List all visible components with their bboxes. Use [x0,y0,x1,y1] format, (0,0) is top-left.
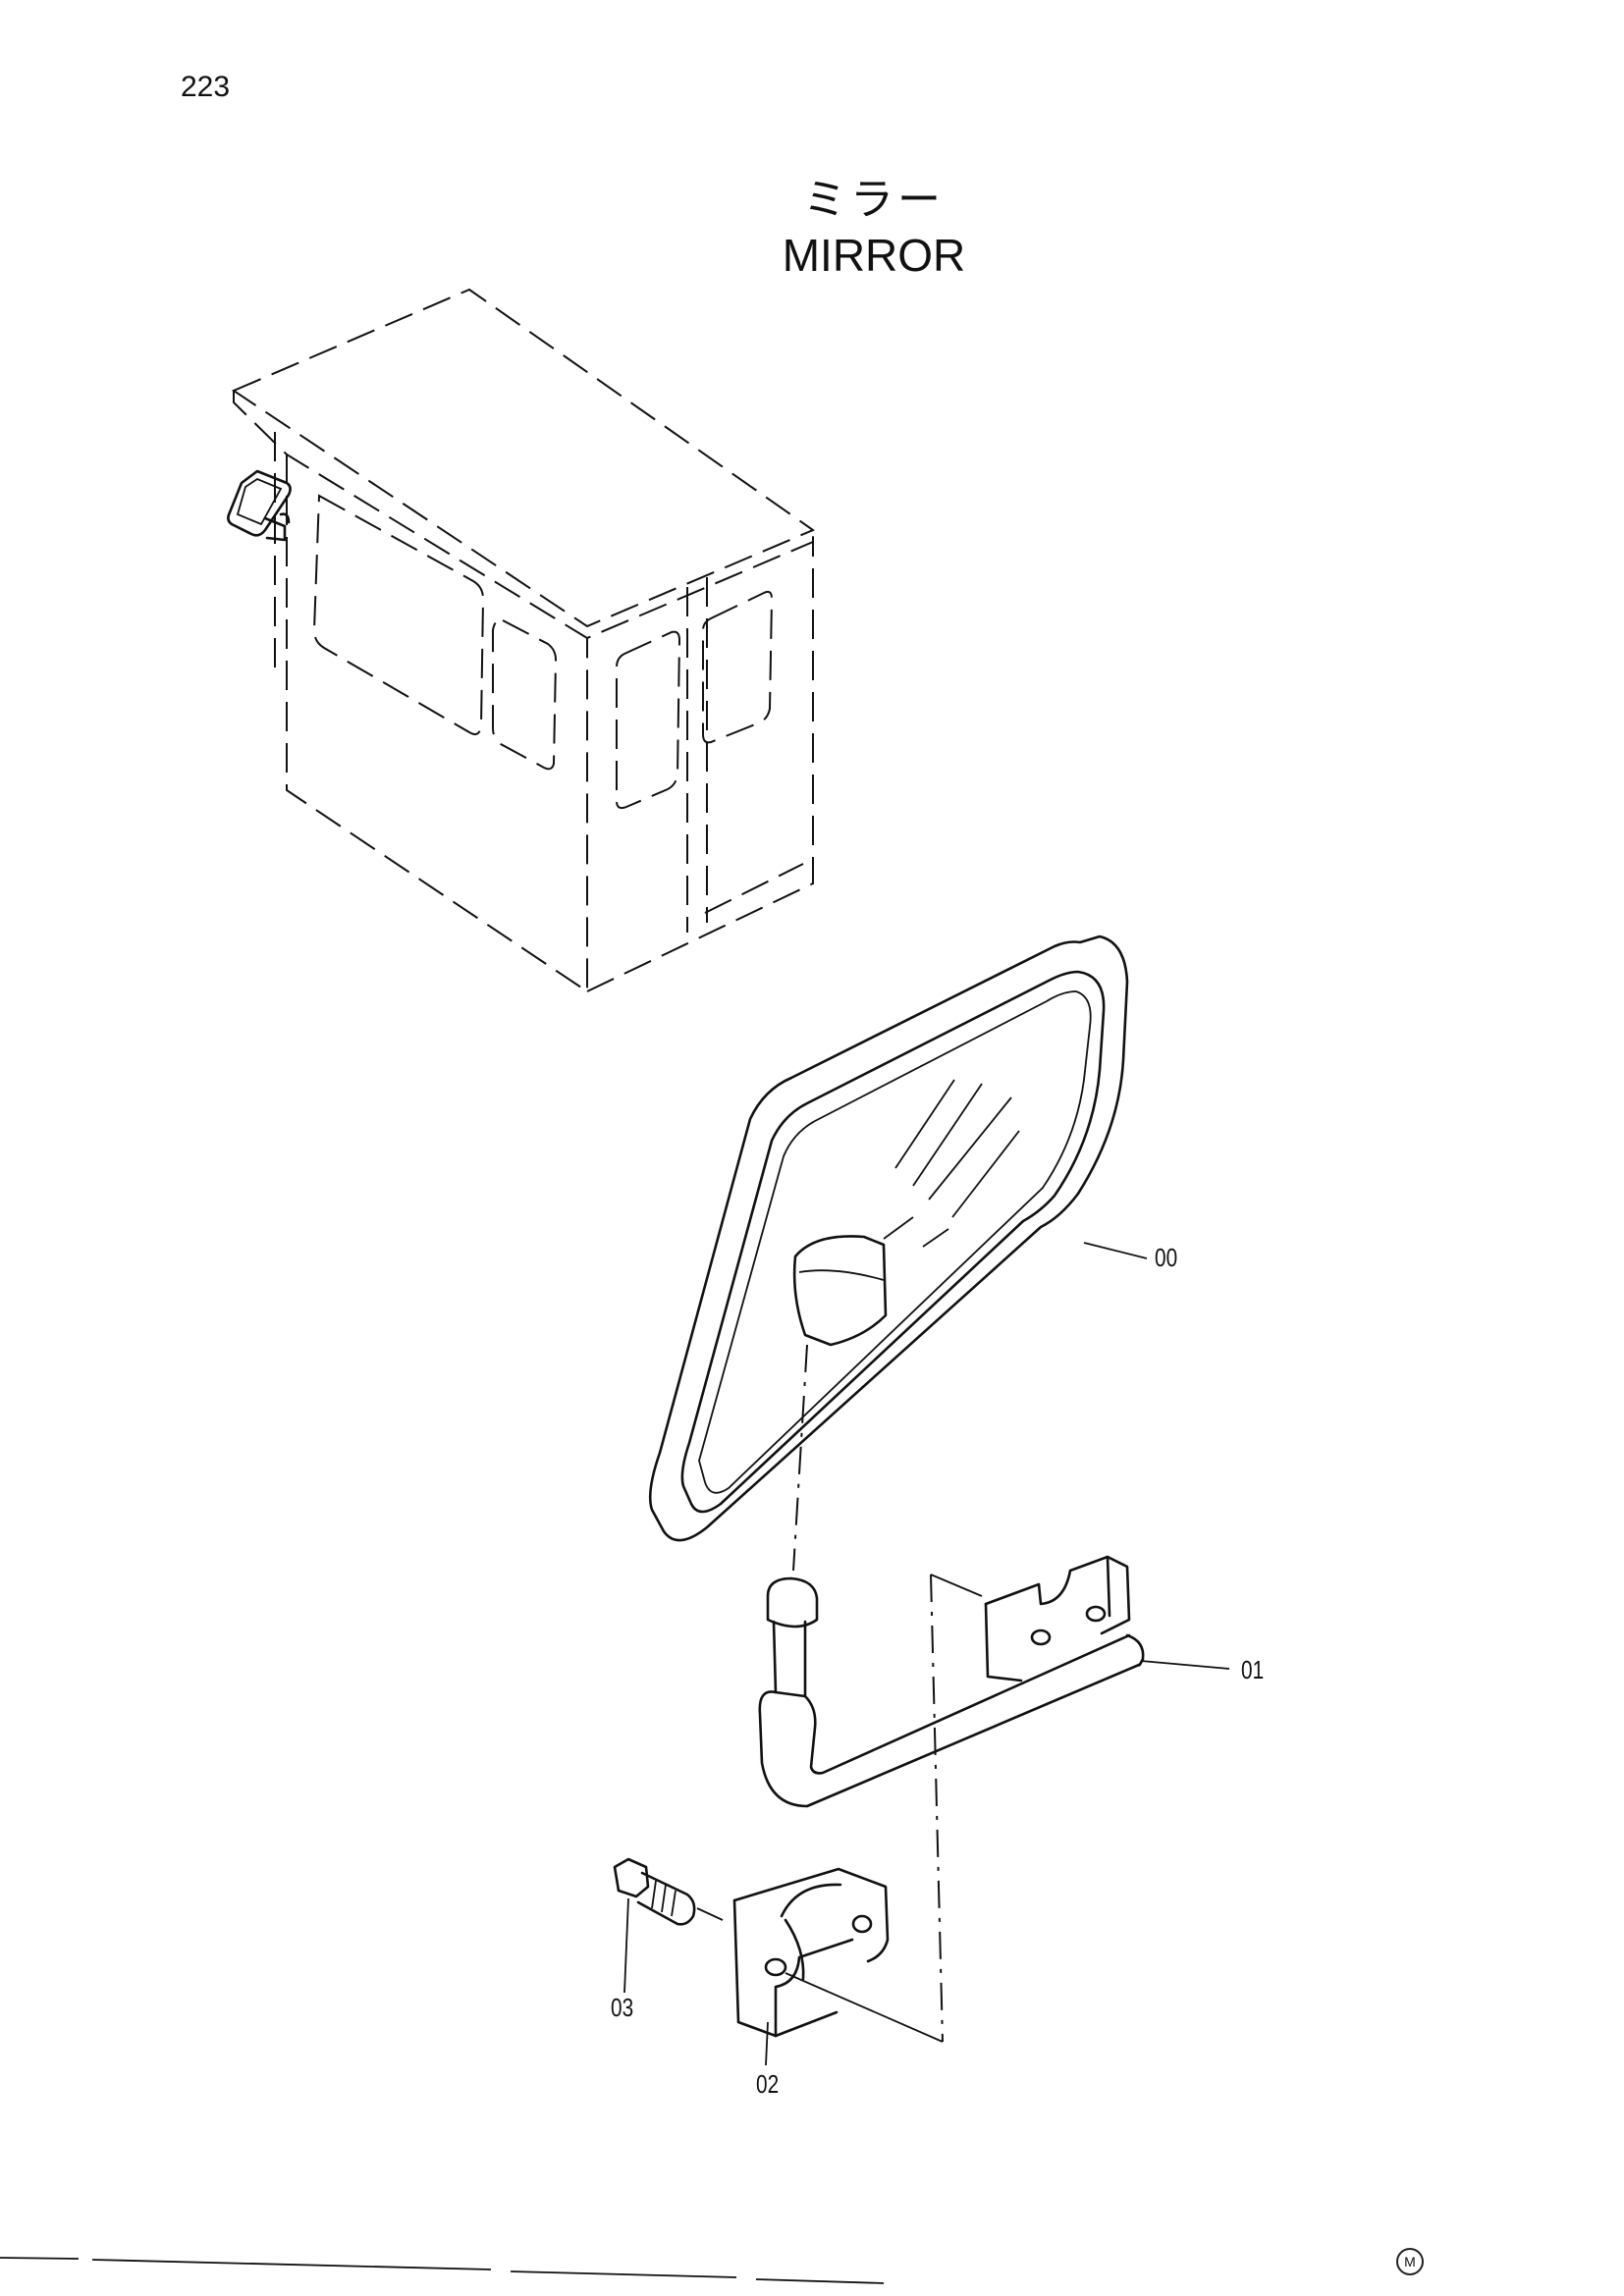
callout-03: 03 [611,1993,634,2022]
footer-rule [0,2257,885,2284]
bolt [613,1857,724,1994]
title-english: MIRROR [782,230,966,281]
copyright-mark: M [1396,2248,1424,2275]
callout-00: 00 [1155,1243,1178,1272]
cab-outline [231,288,816,993]
mirror-stay [758,1555,1230,2043]
clamp-block [732,1867,944,2066]
title-japanese: ミラー [803,175,945,225]
mirror-glass [648,934,1148,1572]
page-number: 223 [181,71,231,103]
diagram-title: ミラー MIRROR [756,173,992,283]
callout-01: 01 [1241,1655,1265,1684]
callout-02: 02 [756,2069,780,2099]
cab-mirror-icon [227,469,292,542]
